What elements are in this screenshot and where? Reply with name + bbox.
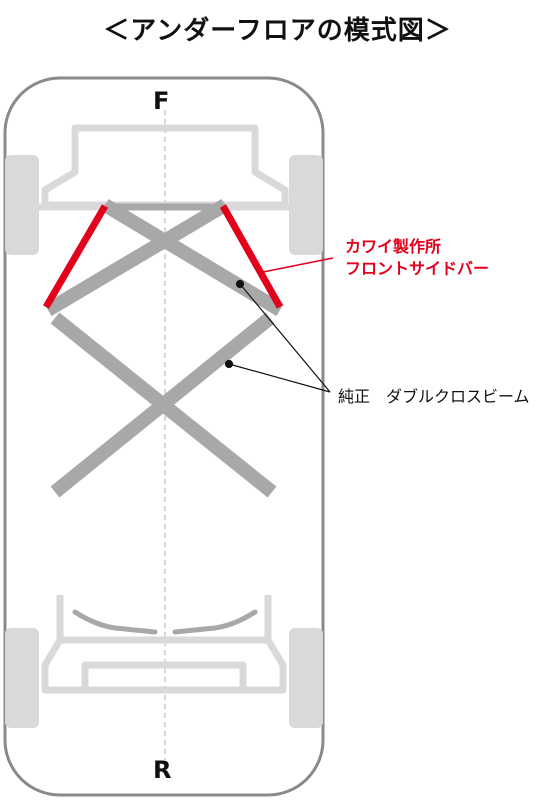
stock-double-cross-beam	[44, 198, 284, 498]
front-label: F	[153, 87, 170, 115]
upper-beam-left-to-right	[101, 198, 284, 317]
kawai-label: カワイ製作所 フロントサイドバー	[345, 236, 489, 280]
left-side-bar	[42, 204, 109, 309]
lower-beam-right-to-left	[50, 312, 275, 498]
diagram-title: ＜アンダーフロアの模式図＞	[103, 16, 452, 46]
kawai-label-line2: フロントサイドバー	[345, 259, 490, 278]
kawai-leader-line	[257, 257, 334, 274]
upper-beam-right-to-left	[44, 198, 229, 317]
stock-beam-label: 純正 ダブルクロスビーム	[338, 387, 530, 406]
kawai-label-line1: カワイ製作所	[345, 237, 442, 256]
right-side-bar	[219, 204, 284, 309]
rear-subframe	[41, 595, 287, 694]
leader-dot-upper	[235, 279, 245, 289]
front-left-wheel	[5, 155, 39, 255]
rear-right-wheel	[289, 628, 323, 728]
rear-crossmember	[72, 609, 258, 635]
rear-left-wheel	[5, 628, 39, 728]
leader-dot-lower	[224, 359, 234, 369]
rear-label: R	[153, 756, 172, 784]
stock-leader-lines	[224, 279, 331, 393]
front-right-wheel	[289, 155, 323, 255]
kawai-front-side-bars	[42, 204, 284, 309]
